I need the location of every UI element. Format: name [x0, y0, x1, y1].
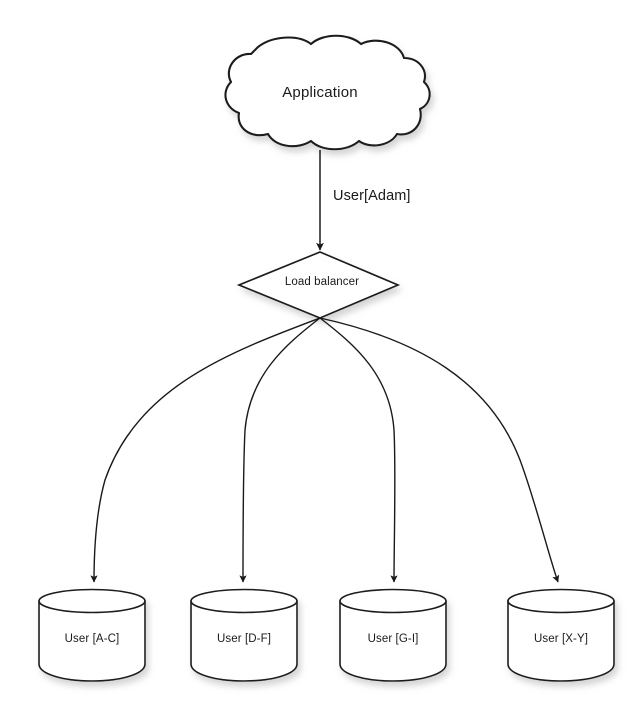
edge-balancer-to-db-1: [90, 317, 321, 583]
cylinder-icon-3: [339, 588, 447, 682]
edge-balancer-to-db-2: [239, 317, 321, 583]
cloud-icon: [224, 34, 431, 151]
cylinder-icon-2: [190, 588, 298, 682]
edge-balancer-to-db-3: [319, 317, 398, 583]
cylinder-icon-1: [38, 588, 146, 682]
cylinder-icon-4: [507, 588, 615, 682]
edge-balancer-to-db-4: [319, 317, 560, 583]
diamond-icon: [236, 251, 401, 319]
